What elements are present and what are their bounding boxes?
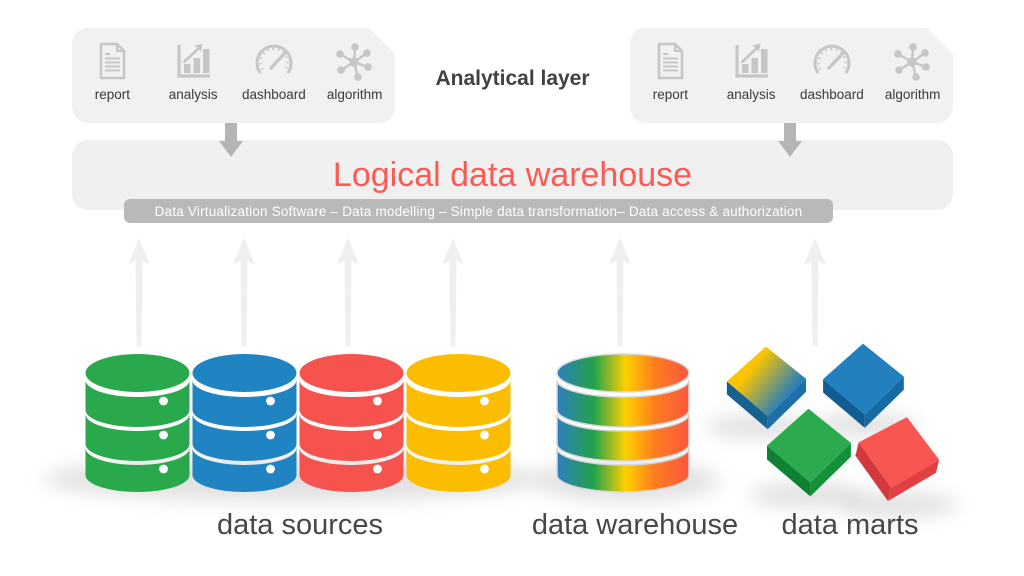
panel-item-analysis: analysis	[155, 39, 231, 102]
down-arrow-icon	[219, 123, 243, 157]
up-arrow-icon	[609, 238, 631, 346]
down-arrow-icon	[778, 123, 802, 157]
database-cylinder-red	[299, 354, 404, 492]
analysis-icon	[735, 43, 769, 78]
analytical-panel-right: report analysis dashboard	[630, 28, 953, 123]
analytical-layer-title: Analytical layer	[435, 67, 590, 90]
analytical-panel-left: report analysis dashboard	[72, 28, 395, 123]
analysis-label: analysis	[726, 87, 776, 102]
logical-warehouse-bar: Logical data warehouse	[72, 140, 953, 210]
report-label: report	[652, 87, 689, 102]
warehouse-cylinder-rainbow	[556, 353, 690, 493]
data-mart-cube-yellow-blue	[726, 346, 806, 430]
algorithm-label: algorithm	[326, 87, 383, 102]
up-arrow-icon	[337, 238, 359, 346]
analysis-label: analysis	[168, 87, 218, 102]
panel-item-dashboard: dashboard	[794, 39, 870, 102]
data-warehouse-label: data warehouse	[531, 509, 739, 541]
database-cylinder-green	[85, 354, 190, 492]
panel-item-algorithm: algorithm	[317, 39, 393, 102]
data-sources-label: data sources	[216, 509, 384, 541]
panel-item-report: report	[632, 39, 708, 102]
data-marts-label: data marts	[781, 509, 919, 541]
panel-item-algorithm: algorithm	[875, 39, 951, 102]
algorithm-icon	[335, 43, 372, 81]
database-cylinder-yellow	[406, 354, 511, 492]
shadow	[838, 492, 958, 518]
data-mart-cube-green	[767, 408, 851, 497]
panel-item-dashboard: dashboard	[236, 39, 312, 102]
dashboard-label: dashboard	[799, 87, 864, 102]
dashboard-label: dashboard	[241, 87, 306, 102]
up-arrow-icon	[128, 238, 150, 346]
database-cylinder-blue	[192, 354, 297, 492]
up-arrow-icon	[442, 238, 464, 346]
dashboard-icon	[255, 44, 293, 74]
up-arrow-icon	[233, 238, 255, 346]
report-label: report	[94, 87, 131, 102]
virtualization-subtitle: Data Virtualization Software – Data mode…	[154, 203, 803, 219]
logical-warehouse-title: Logical data warehouse	[332, 155, 693, 194]
analysis-icon	[177, 43, 211, 78]
report-icon	[658, 42, 684, 80]
dashboard-icon	[813, 44, 851, 74]
algorithm-label: algorithm	[884, 87, 941, 102]
data-mart-cube-blue	[823, 343, 904, 428]
virtualization-subbar: Data Virtualization Software – Data mode…	[124, 199, 833, 223]
up-arrow-icon	[804, 238, 826, 346]
panel-item-analysis: analysis	[713, 39, 789, 102]
data-mart-cube-red	[855, 417, 940, 501]
algorithm-icon	[893, 43, 930, 81]
panel-item-report: report	[74, 39, 150, 102]
report-icon	[100, 42, 126, 80]
